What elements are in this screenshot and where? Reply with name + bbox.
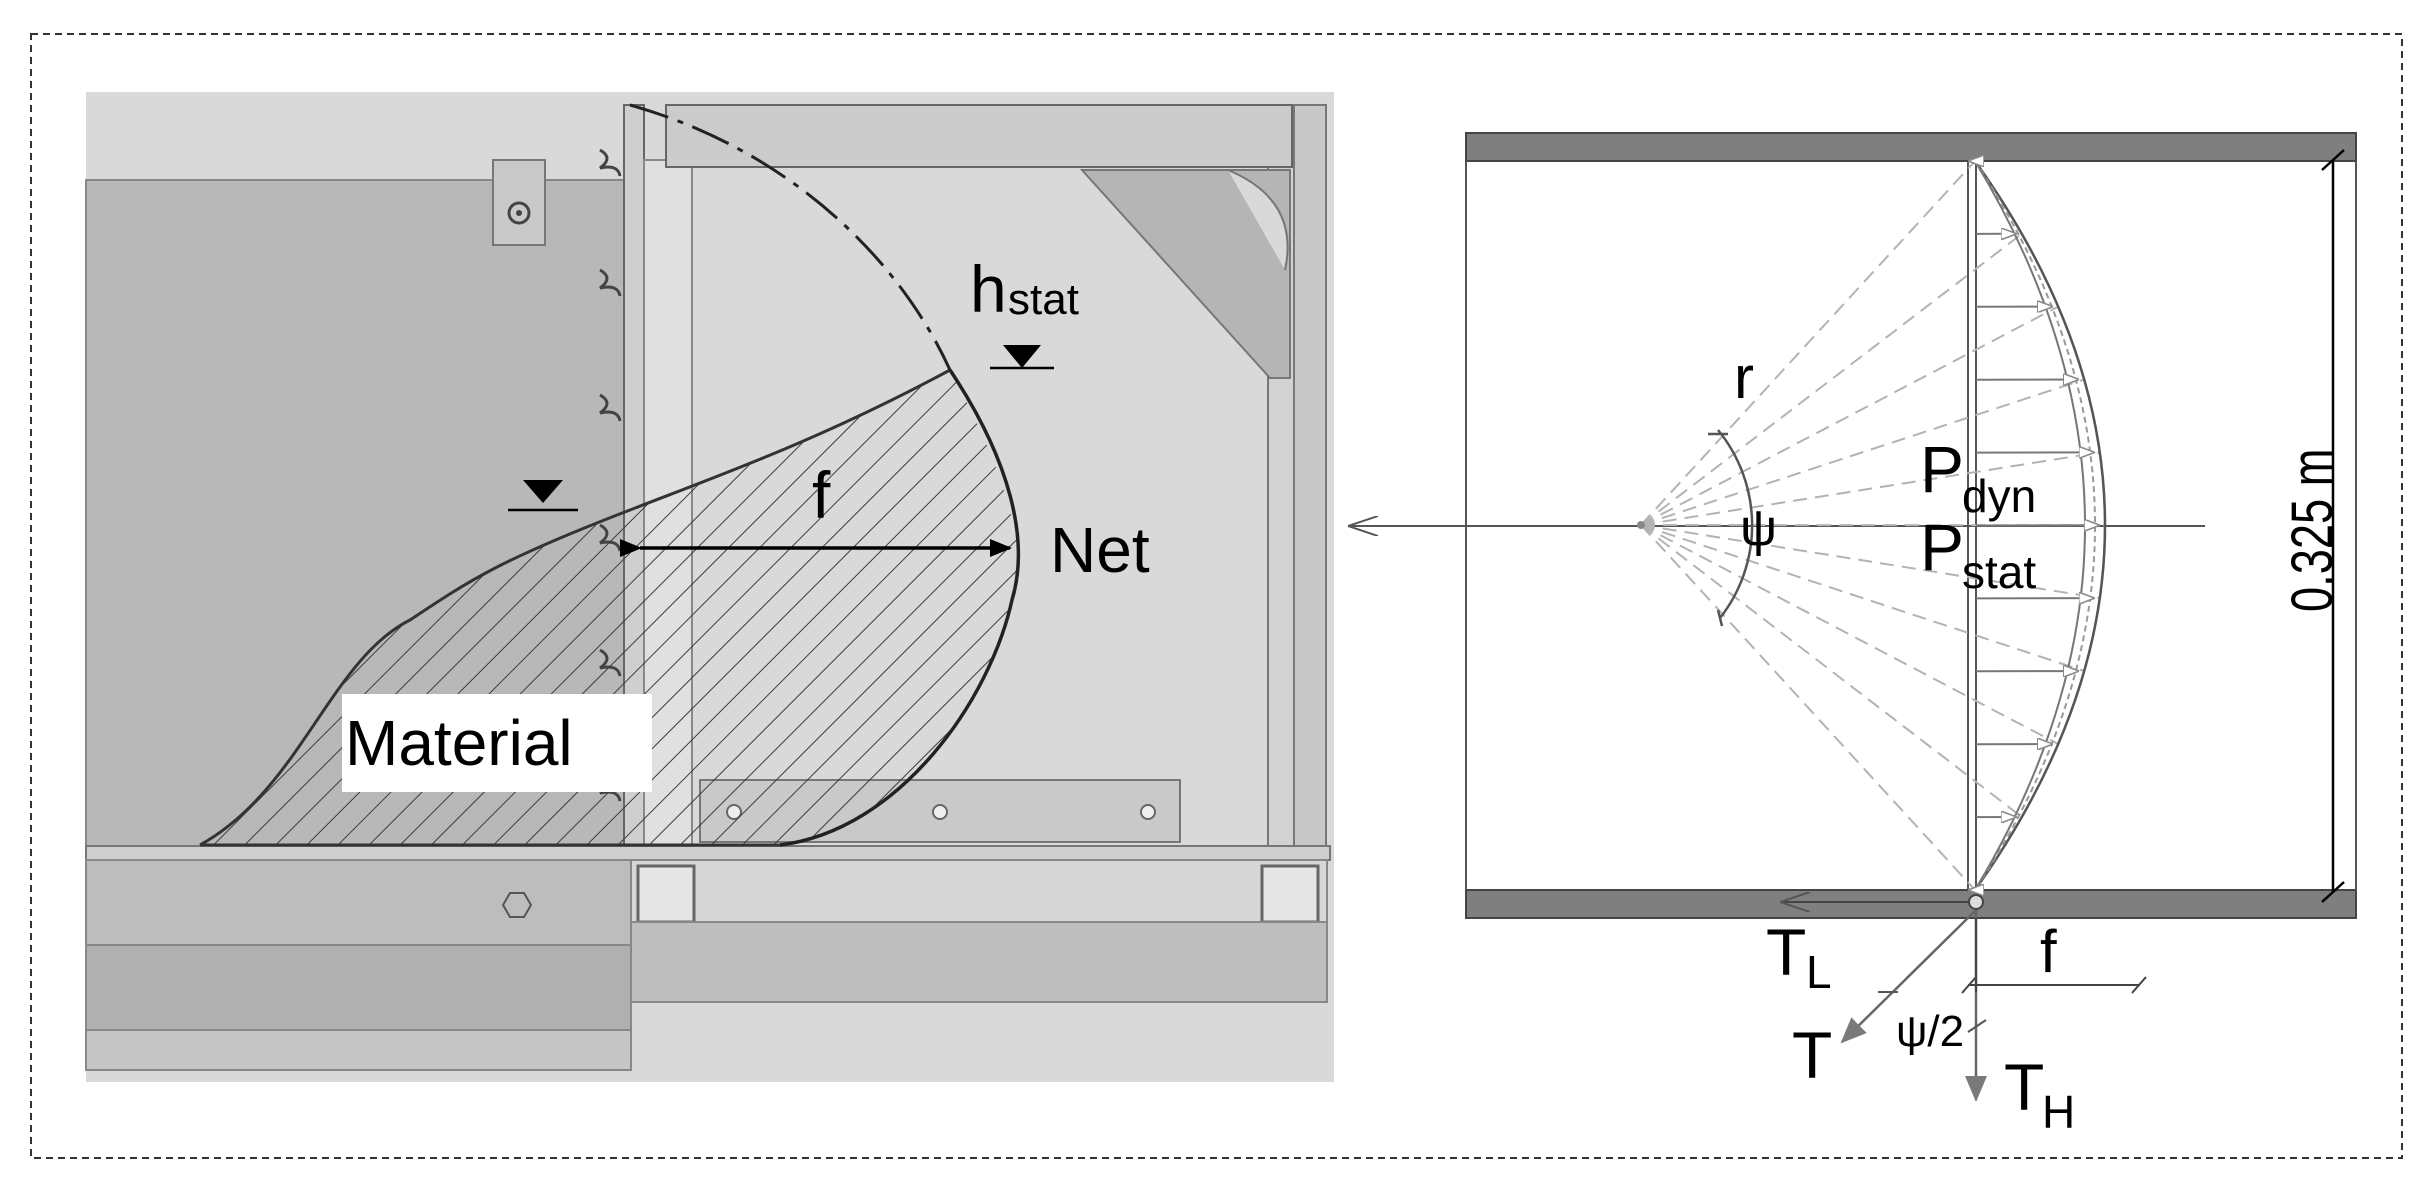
t-label: T (1792, 1018, 1832, 1092)
bracket-cutout (1227, 169, 1289, 271)
anchor-point (1968, 894, 1984, 910)
psi-arc-tick-bottom (1716, 609, 1724, 627)
psi-half-label: ψ/2 (1896, 1007, 1964, 1056)
floor-square-1 (636, 864, 696, 924)
frame-post-far-right (1293, 104, 1327, 851)
r-label: r (1734, 344, 1754, 411)
material-label: Material (345, 707, 573, 779)
floor-block-right (630, 921, 1328, 1003)
net-label: Net (1050, 514, 1150, 586)
dashed-ray (1640, 378, 2085, 526)
dashed-ray (1640, 524, 2059, 745)
dashed-ray (1640, 160, 1976, 526)
psi-half-tick-2 (1967, 1019, 1987, 1033)
t-arrow (1840, 909, 1977, 1044)
tl-label-sub: L (1806, 946, 1832, 998)
floor-square-2 (1260, 864, 1320, 924)
f-dim-tick-2 (2131, 976, 2147, 994)
hex-nut (501, 892, 533, 918)
psi-angle-arc (1717, 429, 1754, 619)
left-panel-photo: Material f Net h stat (85, 92, 1334, 1082)
net-dashdot-line (629, 103, 952, 371)
f-label-right: f (2040, 918, 2057, 985)
bottom-rail (1465, 889, 2357, 919)
dashed-ray (1640, 524, 2023, 818)
floor-block-mid (630, 859, 1328, 923)
material-level-marker (523, 480, 563, 503)
hstat-level-marker (1003, 345, 1041, 368)
f-label-left: f (812, 458, 831, 532)
floor-strip-left (85, 1029, 632, 1071)
psi-label: ψ (1740, 499, 1777, 557)
top-beam (665, 104, 1293, 168)
pressure-arrows (1969, 161, 2099, 890)
dashed-ray (1640, 305, 2059, 526)
plate-hole-3 (1140, 804, 1156, 820)
floor-block-left-2 (85, 944, 632, 1031)
net-arc-outer (1973, 160, 2107, 891)
floor-rail-top (85, 845, 1331, 861)
top-rail (1465, 132, 2357, 162)
hstat-label-main: h (970, 252, 1007, 326)
outer-dashed-frame (30, 33, 2403, 1159)
th-label-main: T (2004, 1050, 2044, 1124)
dimension-tick-top (2321, 149, 2345, 171)
floor-block-left (85, 859, 632, 946)
dashed-ray (1640, 524, 2100, 600)
top-bracket (1079, 169, 1291, 379)
dashed-ray (1640, 451, 2100, 526)
dashed-ray (1640, 233, 2023, 526)
p-label-main-1: P (1920, 432, 1964, 506)
bolt-center (516, 210, 522, 216)
dashed-ray (1640, 524, 1976, 891)
dimension-tick-bottom (2321, 881, 2345, 903)
p-label-sub-2: stat (1962, 546, 2036, 598)
material-outline (199, 368, 951, 847)
right-panel-schematic: 0.325 m r ψ (1465, 132, 2357, 1138)
net-arc-middle (1974, 160, 2096, 891)
p-label-sub-1: dyn (1962, 470, 2036, 522)
tl-label-main: T (1766, 915, 1806, 989)
dashed-ray (1640, 524, 2085, 673)
dashed-rays (1640, 160, 2106, 891)
ray-origin (1637, 521, 1645, 529)
dimension-label: 0.325 m (2281, 449, 2346, 612)
f-dim-tick-1 (1961, 976, 1977, 994)
net-curve (779, 369, 1021, 847)
plate-hole-2 (932, 804, 948, 820)
bolt (507, 201, 531, 225)
p-label-main-2: P (1920, 510, 1964, 584)
th-label-sub: H (2042, 1086, 2075, 1138)
material-label-box (342, 694, 652, 792)
hstat-label-sub: stat (1008, 275, 1079, 324)
